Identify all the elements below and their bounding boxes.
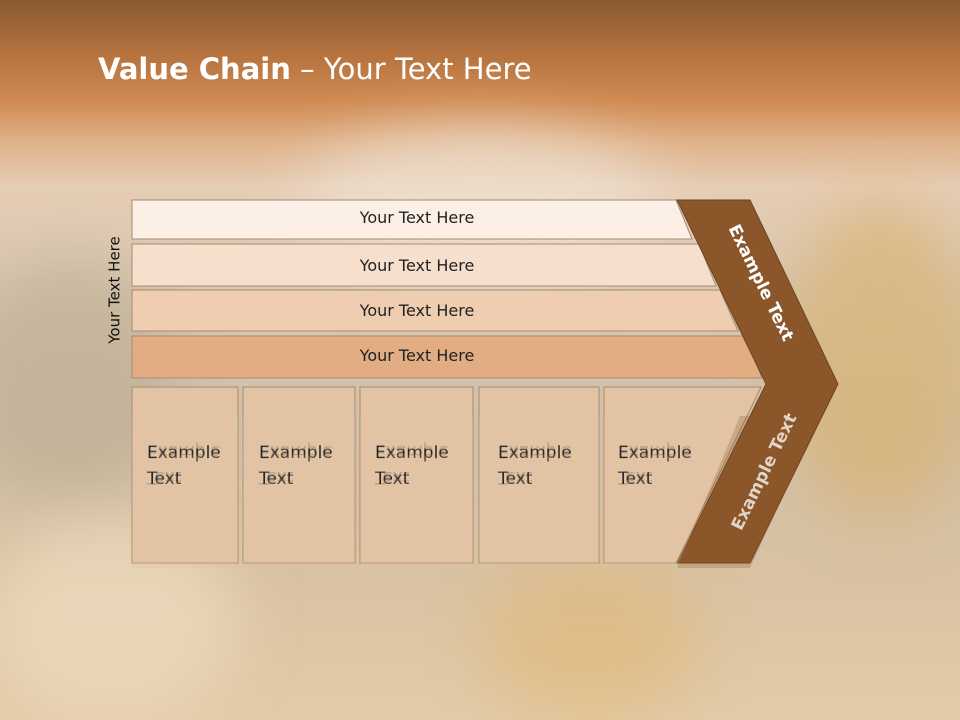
activity-text-line: Text: [498, 469, 533, 489]
activity-text-line: Example: [498, 443, 572, 463]
row-band-1: [131, 199, 693, 240]
value-chain-arrow: [676, 199, 839, 564]
row-label-1: Your Text Here: [359, 208, 475, 227]
activity-box-2: [242, 386, 356, 564]
activity-text-line: Text: [147, 469, 182, 489]
row-label-2: Your Text Here: [359, 256, 475, 275]
activity-text-line: Example: [259, 443, 333, 463]
activity-box-3: [359, 386, 474, 564]
activity-text-line: Example: [147, 443, 221, 463]
activity-box-4: [478, 386, 600, 564]
row-label-4: Your Text Here: [359, 346, 475, 365]
activity-text-line: Example: [618, 443, 692, 463]
row-band-4: [131, 335, 763, 379]
slide-title: Value Chain – Your Text Here: [98, 52, 532, 86]
row-band-3: [131, 289, 739, 332]
title-bold: Value Chain: [98, 52, 291, 86]
background-glow: [480, 560, 700, 720]
row-band-2: [131, 243, 717, 287]
activity-text-line: Text: [618, 469, 653, 489]
activity-text-line: Example: [375, 443, 449, 463]
activity-text-line: Text: [259, 469, 294, 489]
activity-text-line: Text: [375, 469, 410, 489]
activity-box-1: [131, 386, 239, 564]
title-rest: – Your Text Here: [290, 52, 532, 86]
activity-box-5: [603, 386, 762, 564]
row-label-3: Your Text Here: [359, 301, 475, 320]
